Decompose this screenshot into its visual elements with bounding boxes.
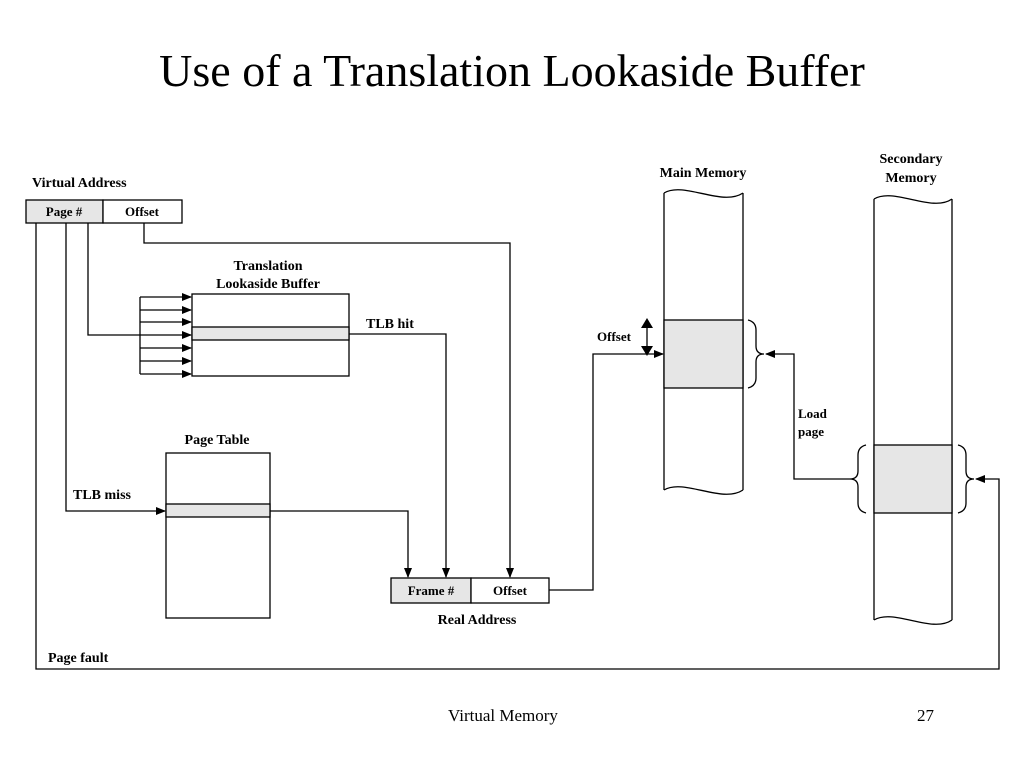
secondary-right-brace bbox=[957, 444, 975, 514]
offset-indicator bbox=[641, 318, 653, 356]
secondary-memory-label-line1: Secondary bbox=[880, 152, 943, 167]
offset-label: Offset bbox=[125, 204, 160, 219]
virtual-address-label: Virtual Address bbox=[32, 176, 127, 191]
secondary-left-brace bbox=[849, 444, 867, 514]
page-number: 27 bbox=[917, 706, 934, 725]
tlb-search-arrows bbox=[139, 293, 192, 378]
real-address-to-memory-arrow bbox=[549, 350, 664, 591]
tlb-title-line2: Lookaside Buffer bbox=[216, 277, 320, 292]
main-memory-label: Main Memory bbox=[660, 166, 747, 181]
frame-number-field bbox=[390, 577, 472, 604]
page-table-label: Page Table bbox=[185, 433, 250, 448]
tlb-hit-arrow bbox=[349, 333, 450, 578]
page-fault-label: Page fault bbox=[48, 651, 109, 666]
frame-number-label: Frame # bbox=[408, 583, 455, 598]
load-page-arrow bbox=[765, 350, 850, 480]
tlb-hit-label: TLB hit bbox=[366, 317, 414, 332]
main-memory-frame bbox=[663, 319, 744, 389]
real-offset-label: Offset bbox=[493, 583, 528, 598]
tlb-matched-entry bbox=[191, 326, 350, 341]
tlb-miss-arrow bbox=[65, 223, 166, 515]
secondary-memory-column bbox=[873, 195, 953, 625]
real-address-label: Real Address bbox=[438, 613, 517, 628]
page-to-tlb-line bbox=[87, 223, 140, 336]
footer-title: Virtual Memory bbox=[448, 706, 558, 725]
load-page-label-line2: page bbox=[798, 424, 824, 439]
offset-to-real-address-arrow bbox=[143, 223, 514, 578]
page-fault-arrow bbox=[35, 223, 1000, 670]
secondary-memory-page bbox=[873, 444, 953, 514]
tlb-title-line1: Translation bbox=[234, 259, 303, 274]
main-memory-brace bbox=[747, 319, 765, 389]
page-table-entry bbox=[165, 503, 271, 518]
page-number-label: Page # bbox=[46, 204, 83, 219]
page-table-to-frame-arrow bbox=[270, 510, 412, 578]
page-table-box bbox=[165, 452, 271, 619]
tlb-miss-label: TLB miss bbox=[73, 488, 132, 503]
load-page-label-line1: Load bbox=[798, 406, 828, 421]
secondary-memory-label-line2: Memory bbox=[885, 171, 936, 186]
memory-offset-label: Offset bbox=[597, 329, 632, 344]
offset-field bbox=[102, 199, 183, 224]
slide-title: Use of a Translation Lookaside Buffer bbox=[159, 45, 865, 96]
